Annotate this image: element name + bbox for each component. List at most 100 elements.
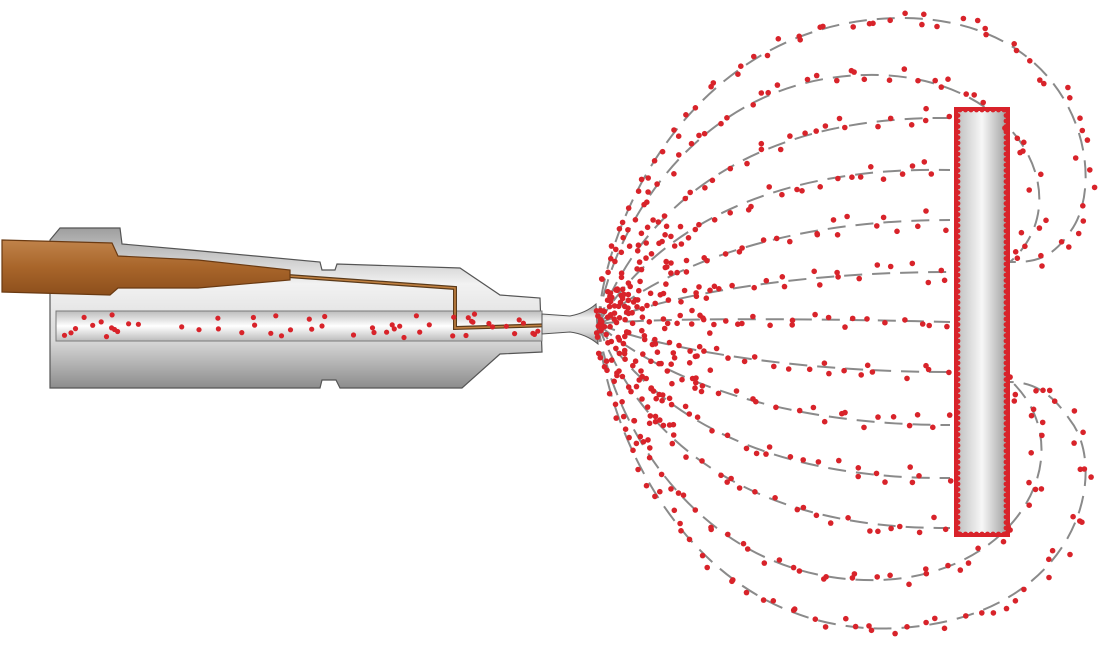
droplet [608, 243, 615, 249]
field-line [597, 16, 1087, 325]
droplet [723, 318, 729, 324]
droplet [926, 322, 932, 329]
droplet [1003, 432, 1009, 437]
droplet [790, 564, 797, 571]
droplet [979, 531, 985, 537]
droplet [658, 360, 664, 367]
droplet [955, 371, 961, 377]
droplet [851, 571, 858, 577]
droplet [890, 414, 897, 420]
droplet [661, 213, 668, 219]
droplet [652, 418, 659, 425]
droplet [743, 589, 750, 596]
droplet [687, 348, 693, 354]
droplet [955, 338, 961, 344]
droplet [693, 379, 699, 386]
droplet [955, 289, 961, 294]
droplet [605, 288, 611, 295]
droplet [613, 415, 619, 421]
droplet [955, 509, 961, 514]
droplet [772, 495, 778, 501]
droplet [925, 279, 932, 286]
droplet [668, 270, 674, 276]
droplet [955, 327, 961, 333]
droplet [1012, 391, 1019, 398]
droplet [625, 297, 632, 304]
droplet [1003, 344, 1009, 349]
droplet [595, 350, 602, 357]
droplet [955, 421, 961, 426]
droplet [686, 536, 693, 543]
field-line [597, 318, 951, 325]
droplet [955, 212, 961, 217]
droplet [728, 475, 734, 482]
droplet [761, 560, 768, 566]
droplet [955, 333, 961, 338]
droplet [1021, 586, 1027, 593]
nozzle-tip [541, 302, 599, 346]
droplet [664, 264, 670, 270]
droplet [652, 493, 658, 500]
droplet [1003, 371, 1009, 377]
droplet [278, 333, 285, 339]
droplet [867, 528, 873, 534]
droplet [1026, 187, 1032, 193]
droplet [664, 320, 671, 327]
droplet [1003, 305, 1009, 311]
droplet [694, 353, 700, 359]
droplet [469, 318, 475, 324]
droplet [827, 520, 834, 526]
droplet [637, 433, 644, 440]
droplet [1003, 129, 1009, 135]
droplet [750, 313, 756, 320]
droplet [1003, 201, 1009, 206]
droplet [668, 486, 674, 492]
droplet [945, 562, 951, 569]
droplet [955, 278, 961, 283]
droplet [942, 526, 949, 533]
droplet [1011, 41, 1017, 47]
droplet [1088, 474, 1094, 480]
droplet [955, 388, 961, 393]
droplet [931, 514, 937, 521]
droplet [1003, 399, 1009, 404]
droplet [806, 366, 813, 373]
droplet [98, 319, 104, 325]
droplet [796, 407, 803, 414]
droplet [1003, 388, 1009, 393]
droplet [516, 317, 522, 323]
field-line [597, 323, 1043, 582]
droplet [785, 366, 792, 372]
droplet [974, 17, 981, 24]
droplet [811, 268, 817, 275]
droplet [450, 333, 456, 339]
droplet [845, 515, 851, 521]
droplet [985, 107, 990, 113]
droplet [650, 388, 657, 394]
droplet [914, 412, 921, 418]
field-line [597, 323, 951, 530]
droplet [1022, 243, 1028, 250]
droplet [946, 113, 953, 120]
droplet [730, 577, 736, 583]
droplet [861, 424, 867, 431]
droplet [1003, 465, 1009, 470]
droplet [668, 361, 674, 368]
droplet [652, 300, 658, 307]
droplet [946, 412, 953, 418]
droplet [882, 319, 888, 326]
droplet [906, 581, 912, 588]
droplet [724, 479, 730, 485]
droplet [955, 283, 961, 289]
droplet [371, 329, 377, 336]
droplet [683, 112, 689, 118]
droplet [796, 568, 803, 574]
droplet [239, 330, 245, 336]
droplet [869, 369, 876, 375]
droplet [622, 356, 628, 363]
droplet [621, 303, 628, 310]
droplet [632, 358, 639, 365]
droplet [1003, 146, 1009, 151]
droplet [1007, 374, 1013, 380]
